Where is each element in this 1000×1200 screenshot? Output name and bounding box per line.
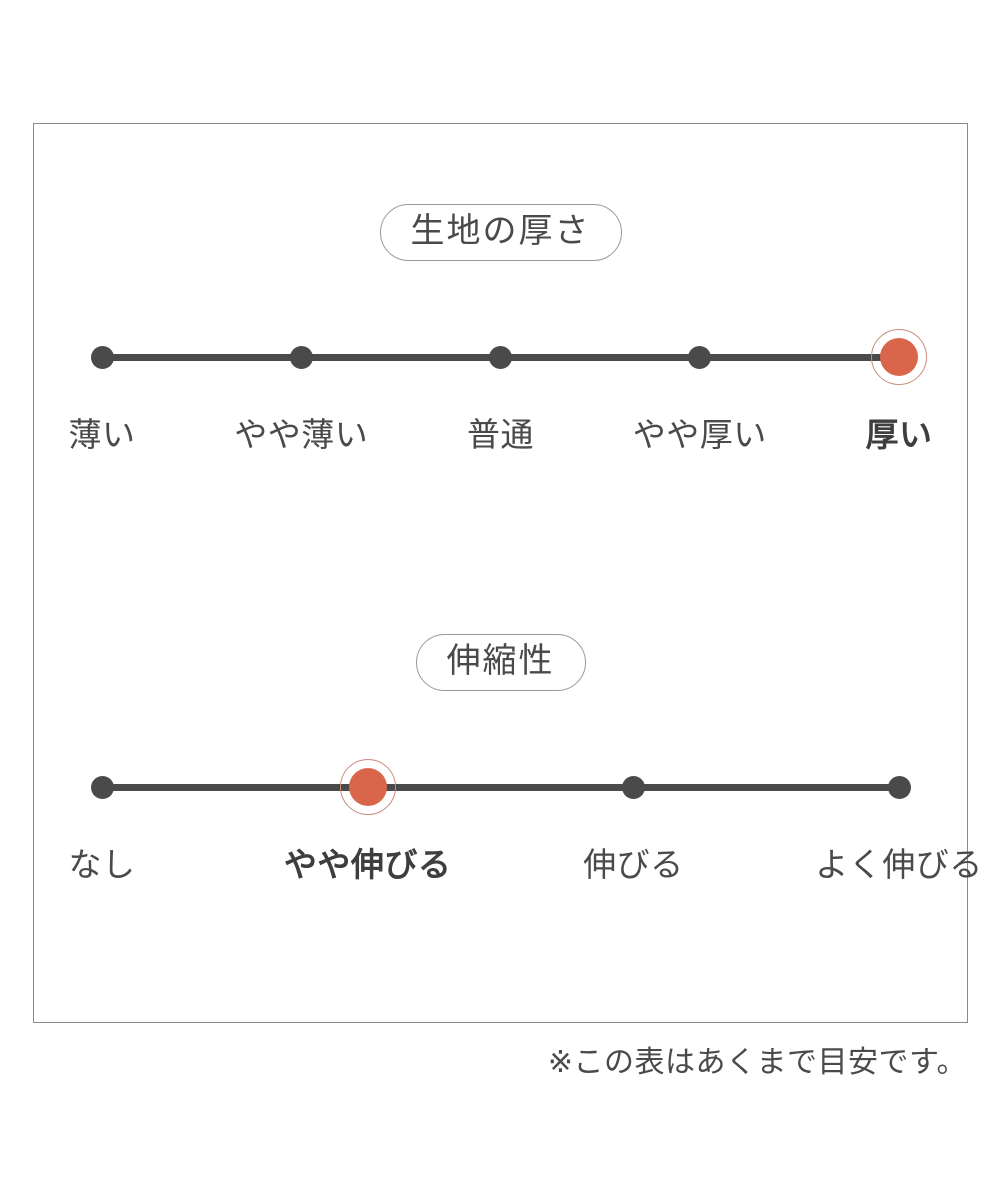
scale-label-thickness-3: やや厚い <box>632 416 767 453</box>
scale-labels-stretch: なし やや伸びる 伸びる よく伸びる <box>69 845 983 895</box>
selected-ring-icon <box>339 759 396 815</box>
scale-dot-icon <box>887 775 911 799</box>
scale-point-thickness-3[interactable] <box>672 329 728 385</box>
selected-ring-icon <box>871 329 927 385</box>
scale-dot-icon <box>688 345 712 369</box>
scale-label-stretch-1: やや伸びる <box>283 846 452 883</box>
spec-panel: 生地の厚さ <box>33 123 983 1023</box>
scale-dot-icon <box>90 775 114 799</box>
section-title-wrap-stretch: 伸縮性 <box>34 634 967 691</box>
scale-label-stretch-0: なし <box>68 846 136 883</box>
scale-point-thickness-1[interactable] <box>273 329 329 385</box>
scale-track-fabric-stretch[interactable] <box>90 757 911 817</box>
section-title-fabric-stretch: 伸縮性 <box>415 634 586 691</box>
scale-point-stretch-1[interactable] <box>339 759 396 815</box>
scale-track-fabric-thickness[interactable] <box>90 327 927 387</box>
section-title-wrap-thickness: 生地の厚さ <box>34 204 967 261</box>
scale-label-stretch-2: 伸びる <box>583 846 684 883</box>
scale-label-thickness-0: 薄い <box>68 416 136 453</box>
scale-point-stretch-0[interactable] <box>74 759 130 815</box>
scale-line-stretch <box>102 783 899 791</box>
scale-label-thickness-2: 普通 <box>467 416 534 453</box>
section-fabric-thickness: 生地の厚さ <box>34 204 967 465</box>
scale-label-stretch-3: よく伸びる <box>815 846 983 883</box>
scale-labels-thickness: 薄い やや薄い 普通 やや厚い 厚い <box>69 415 933 465</box>
section-title-fabric-thickness: 生地の厚さ <box>379 204 622 261</box>
scale-label-thickness-1: やや薄い <box>234 416 369 453</box>
scale-dot-icon <box>289 345 313 369</box>
scale-dot-icon <box>489 345 512 369</box>
scale-point-stretch-2[interactable] <box>605 759 661 815</box>
scale-point-thickness-2[interactable] <box>473 329 529 385</box>
scale-dot-icon <box>90 345 114 369</box>
scale-point-stretch-3[interactable] <box>871 759 927 815</box>
footnote-disclaimer: ※この表はあくまで目安です。 <box>547 1046 967 1079</box>
scale-dot-icon <box>621 775 645 799</box>
scale-point-thickness-4[interactable] <box>871 329 927 385</box>
scale-label-thickness-4: 厚い <box>865 416 933 453</box>
scale-point-thickness-0[interactable] <box>74 329 130 385</box>
section-fabric-stretch: 伸縮性 なし やや伸びる 伸びる よ <box>34 634 983 895</box>
